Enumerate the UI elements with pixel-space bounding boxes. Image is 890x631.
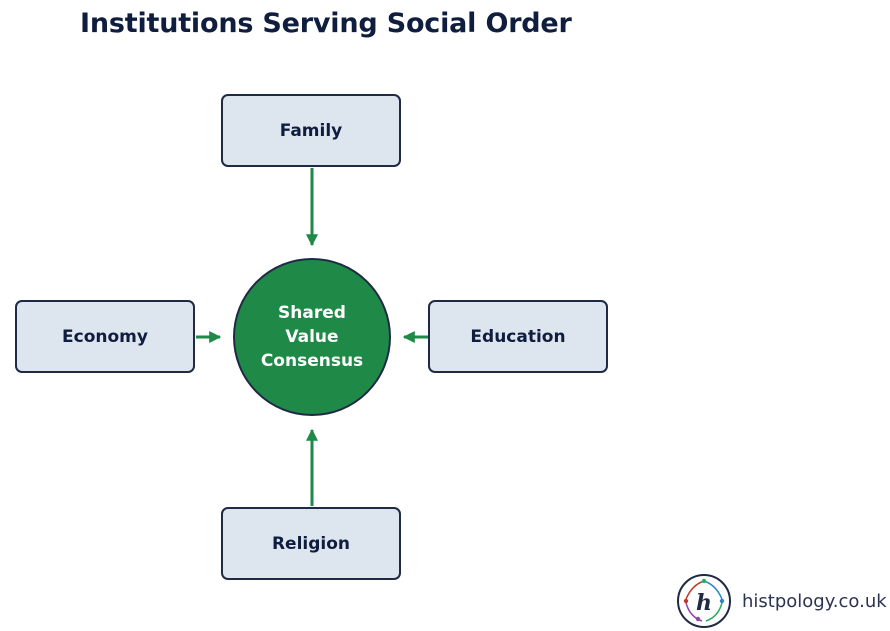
node-economy: Economy [15, 300, 195, 373]
histpology-logo-icon: h [677, 574, 731, 628]
center-line-1: Shared [278, 303, 346, 323]
logo-letter: h [696, 590, 712, 616]
node-economy-label: Economy [62, 326, 148, 347]
node-family: Family [221, 94, 401, 167]
brand-url: histpology.co.uk [742, 590, 887, 612]
center-line-2: Value [285, 327, 339, 347]
center-node: Shared Value Consensus [233, 258, 391, 416]
node-religion: Religion [221, 507, 401, 580]
center-line-3: Consensus [260, 351, 364, 371]
node-education-label: Education [470, 326, 566, 347]
brand-logo: h histpology.co.uk [676, 573, 887, 629]
diagram-title: Institutions Serving Social Order [80, 8, 572, 39]
node-education: Education [428, 300, 608, 373]
node-religion-label: Religion [271, 533, 351, 554]
center-node-label: Shared Value Consensus [247, 301, 377, 373]
node-family-label: Family [279, 120, 343, 141]
